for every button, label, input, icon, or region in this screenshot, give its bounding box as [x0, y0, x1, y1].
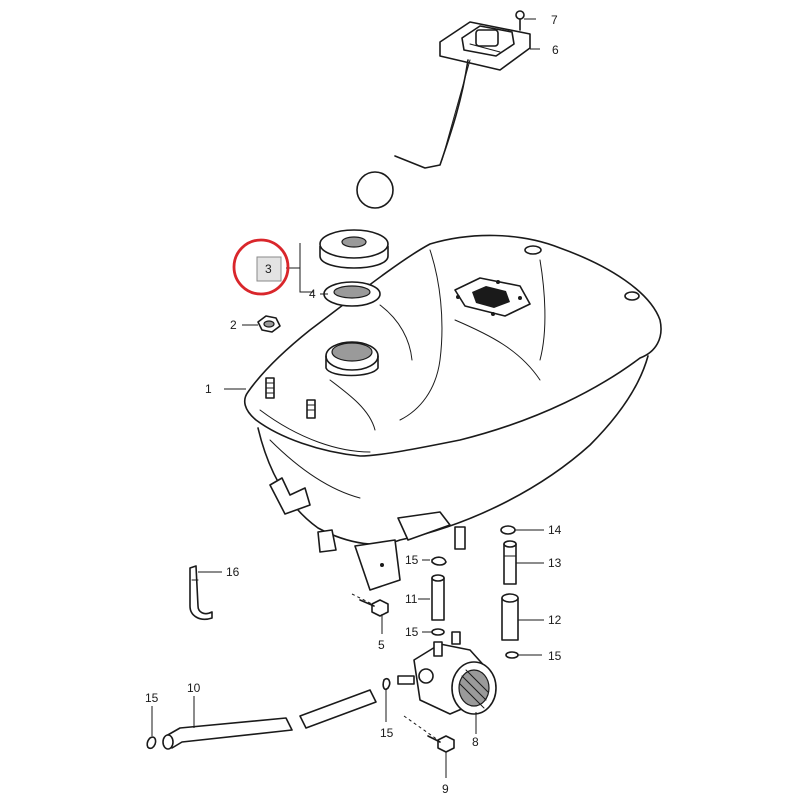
cap-gasket[interactable]	[323, 281, 381, 307]
fuel-hose[interactable]	[162, 689, 377, 750]
fuel-tube-short[interactable]	[431, 574, 445, 621]
fuel-cap[interactable]	[319, 229, 389, 269]
sender-screw[interactable]	[515, 10, 525, 31]
callout-15: 15	[145, 691, 159, 705]
mounting-bolt[interactable]	[359, 599, 389, 617]
callout-3-box	[256, 256, 282, 282]
callout-12: 12	[548, 613, 562, 627]
breather-pipe-lower[interactable]	[501, 593, 519, 641]
callout-3: 3	[265, 262, 272, 276]
callout-2: 2	[230, 318, 237, 332]
callout-9: 9	[442, 782, 449, 796]
callout-leaders	[151, 18, 544, 778]
callout-15: 15	[548, 649, 562, 663]
fuel-float	[356, 171, 394, 209]
breather-pipe-upper[interactable]	[503, 540, 517, 585]
callout-1: 1	[205, 382, 212, 396]
callout-10: 10	[187, 681, 201, 695]
hose-clip[interactable]	[505, 651, 519, 659]
callout-15: 15	[405, 553, 419, 567]
callout-16: 16	[226, 565, 240, 579]
callout-7: 7	[551, 13, 558, 27]
hose-clip-bracket[interactable]	[189, 565, 213, 621]
callout-5: 5	[378, 638, 385, 652]
fuel-cock[interactable]	[397, 631, 497, 715]
cap-bracket-leader	[299, 243, 314, 293]
fuel-tank-body[interactable]	[243, 234, 662, 591]
callout-14: 14	[548, 523, 562, 537]
fuel-cock-bolt[interactable]	[427, 735, 455, 753]
hose-clip[interactable]	[431, 628, 445, 636]
callout-8: 8	[472, 735, 479, 749]
hex-nut[interactable]	[257, 315, 281, 333]
fuel-level-sender[interactable]	[394, 21, 531, 169]
callout-15: 15	[405, 625, 419, 639]
callout-11: 11	[405, 592, 418, 606]
callout-13: 13	[548, 556, 562, 570]
washer[interactable]	[500, 525, 516, 535]
highlight-ring	[232, 238, 290, 296]
hose-clip[interactable]	[146, 736, 157, 750]
callout-15: 15	[380, 726, 394, 740]
callout-6: 6	[552, 43, 559, 57]
callout-4: 4	[309, 287, 316, 301]
hose-clip[interactable]	[382, 677, 391, 691]
hose-clip[interactable]	[431, 556, 447, 566]
